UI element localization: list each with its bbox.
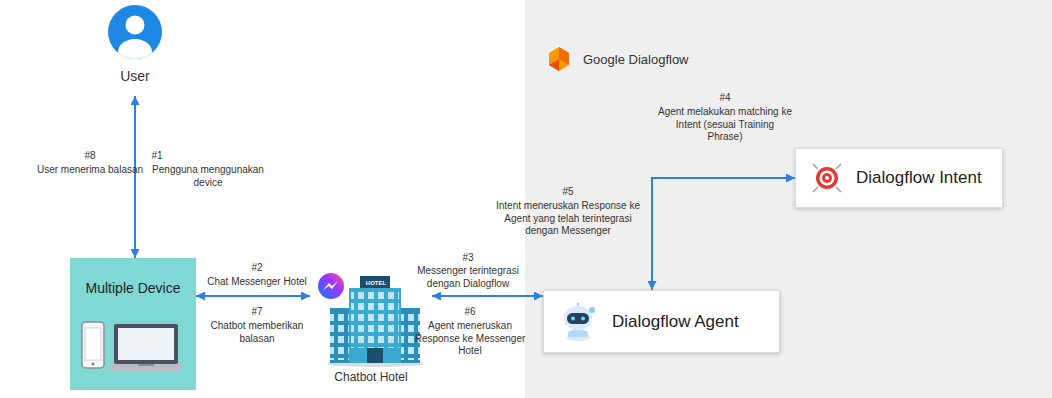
node-label: Dialogflow Intent bbox=[856, 168, 982, 188]
phone-laptop-icon bbox=[78, 316, 188, 376]
callout-number: #6 bbox=[450, 306, 490, 319]
agent-box: Dialogflow Agent bbox=[543, 290, 780, 353]
node-label: Chatbot Hotel bbox=[334, 370, 407, 384]
user-actor: User bbox=[100, 4, 170, 96]
node-label: User bbox=[120, 68, 150, 84]
device-box: Multiple Device bbox=[70, 258, 196, 390]
node-label: Multiple Device bbox=[86, 280, 181, 296]
callout-number: #8 bbox=[70, 150, 110, 163]
step-note: Pengguna menggunakan device bbox=[143, 164, 273, 189]
callout-number: #3 bbox=[448, 252, 488, 265]
step-note: Messenger terintegrasi dengan Dialogflow bbox=[409, 265, 527, 290]
step-note: Agent meneruskan Response ke Messenger H… bbox=[414, 320, 526, 358]
dialogflow-region: Google Dialogflow Dialogflow Intent Dial… bbox=[525, 0, 1052, 398]
target-icon bbox=[810, 161, 844, 195]
dialogflow-logo bbox=[547, 46, 571, 72]
callout-number: #4 bbox=[705, 92, 745, 105]
callout-number: #5 bbox=[548, 186, 588, 199]
step-note: User menerima balasan bbox=[30, 164, 150, 177]
flow-arrow bbox=[134, 96, 136, 258]
callout-number: #7 bbox=[237, 306, 277, 319]
robot-icon bbox=[558, 302, 600, 342]
callout-number: #2 bbox=[237, 262, 277, 275]
flow-arrow bbox=[652, 178, 795, 290]
node-label: Dialogflow Agent bbox=[612, 312, 739, 332]
step-note: Chat Messenger Hotel bbox=[192, 276, 322, 289]
step-note: Chatbot memberikan balasan bbox=[202, 320, 312, 345]
flow-arrow bbox=[196, 295, 310, 297]
step-note: Intent meneruskan Response ke Agent yang… bbox=[493, 200, 643, 238]
callout-number: #1 bbox=[142, 150, 172, 163]
user-icon bbox=[107, 4, 163, 60]
hotel-sign: HOTEL bbox=[361, 279, 391, 287]
chatbot-hotel: Chatbot Hotel bbox=[310, 268, 432, 390]
region-heading: Google Dialogflow bbox=[547, 46, 689, 72]
node-label: Google Dialogflow bbox=[583, 52, 689, 67]
intent-box: Dialogflow Intent bbox=[795, 148, 1003, 208]
step-note: Agent melakukan matching ke Intent (sesu… bbox=[657, 106, 793, 144]
flow-arrow bbox=[432, 295, 543, 297]
